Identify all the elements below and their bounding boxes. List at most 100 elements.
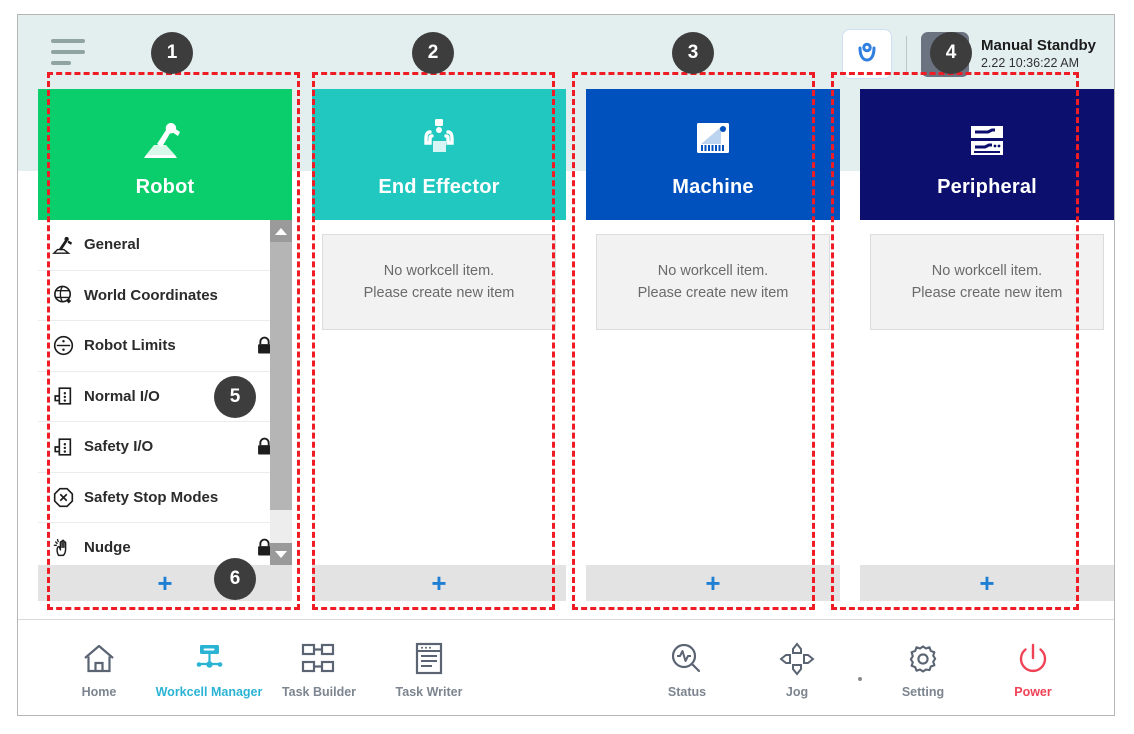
peripheral-body: No workcell item. Please create new item: [860, 220, 1114, 565]
robot-list-body: General World Coordinates: [38, 220, 292, 565]
empty-line-2: Please create new item: [637, 285, 789, 301]
list-item-world-coordinates[interactable]: World Coordinates: [38, 271, 292, 321]
empty-line-2: Please create new item: [911, 285, 1063, 301]
list-item-label: General: [84, 236, 140, 254]
empty-state-machine: No workcell item. Please create new item: [596, 234, 830, 330]
column-end-effector: End Effector No workcell item. Please cr…: [312, 89, 566, 601]
limits-circle-icon: [46, 334, 80, 357]
nav-label: Workcell Manager: [155, 684, 263, 699]
list-item-normal-io[interactable]: Normal I/O: [38, 372, 292, 422]
status-timestamp: 2.22 10:36:22 AM: [980, 55, 1079, 70]
tile-peripheral[interactable]: Peripheral: [860, 89, 1114, 220]
tile-machine[interactable]: Machine: [586, 89, 840, 220]
nav-item-jog[interactable]: Jog: [742, 637, 852, 699]
scrollbar-thumb[interactable]: [270, 242, 292, 510]
machine-panel-glyph: [697, 123, 729, 153]
empty-state-peripheral: No workcell item. Please create new item: [870, 234, 1104, 330]
tile-label: Machine: [672, 176, 754, 198]
empty-line-1: No workcell item.: [657, 262, 769, 279]
stop-octagon-icon: [46, 486, 80, 509]
add-machine-item-button[interactable]: +: [586, 565, 840, 601]
nav-item-task-builder[interactable]: Task Builder: [264, 637, 374, 699]
lock-icon: [256, 437, 273, 456]
peripheral-rack-glyph: [971, 126, 1003, 155]
robot-arm-icon: [141, 110, 189, 162]
tile-robot[interactable]: Robot: [38, 89, 292, 220]
list-item-safety-io[interactable]: Safety I/O: [38, 422, 292, 473]
robot-list-scrollbar[interactable]: [270, 220, 292, 565]
empty-line-2: Please create new item: [363, 285, 515, 301]
empty-line-1: No workcell item.: [931, 262, 1043, 279]
machine-panel-icon: [691, 110, 735, 162]
status-text-block: Manual Standby 2.22 10:36:22 AM: [981, 37, 1096, 71]
nav-left-group: Home Workcell Manager Task Builder Task …: [44, 637, 484, 699]
status-magnifier-icon: [671, 643, 701, 672]
column-robot: Robot General World Coordinates: [38, 89, 292, 601]
gear-icon: [909, 644, 937, 673]
nav-label: Home: [81, 684, 117, 699]
hamburger-line: [51, 39, 85, 43]
add-end-effector-item-button[interactable]: +: [312, 565, 566, 601]
lock-icon: [256, 538, 273, 557]
nav-label: Jog: [785, 684, 809, 699]
nav-label: Power: [1014, 684, 1052, 699]
power-icon: [1019, 643, 1047, 672]
list-item-nudge[interactable]: Nudge: [38, 523, 292, 565]
column-peripheral: Peripheral No workcell item. Please crea…: [860, 89, 1114, 601]
nav-label: Task Writer: [395, 684, 463, 699]
hamburger-line: [51, 50, 85, 54]
column-machine: Machine No workcell item. Please create …: [586, 89, 840, 601]
list-item-safety-stop-modes[interactable]: Safety Stop Modes: [38, 473, 292, 523]
workcell-manager-icon: [191, 637, 227, 681]
nav-item-workcell-manager[interactable]: Workcell Manager: [154, 637, 264, 699]
io-port-icon: [46, 385, 80, 407]
list-item-label: Robot Limits: [84, 337, 176, 355]
tile-label: Robot: [135, 176, 195, 198]
hand-nudge-icon: [46, 537, 80, 559]
nav-item-home[interactable]: Home: [44, 637, 154, 699]
empty-state-end-effector: No workcell item. Please create new item: [322, 234, 556, 330]
robot-mode-glyph: [858, 42, 876, 62]
list-item-general[interactable]: General: [38, 220, 292, 271]
status-title: Manual Standby: [980, 36, 1096, 54]
scroll-down-arrow-icon[interactable]: [270, 543, 292, 565]
list-item-label: Normal I/O: [84, 387, 160, 405]
empty-line-1: No workcell item.: [383, 262, 495, 279]
home-icon: [82, 637, 116, 681]
machine-body: No workcell item. Please create new item: [586, 220, 840, 565]
nav-label: Setting: [901, 684, 945, 699]
robot-arm-icon: [46, 235, 80, 255]
peripheral-rack-icon: [964, 110, 1010, 162]
add-peripheral-item-button[interactable]: +: [860, 565, 1114, 601]
bottom-navigation: Home Workcell Manager Task Builder Task …: [18, 619, 1114, 715]
robot-arm-glyph: [144, 123, 180, 158]
nav-label: Status: [667, 684, 707, 699]
task-writer-icon: [415, 642, 443, 674]
jog-dpad-icon: [779, 641, 815, 676]
list-item-robot-limits[interactable]: Robot Limits: [38, 321, 292, 372]
gripper-glyph: [424, 119, 454, 152]
gripper-icon: [417, 110, 461, 162]
hamburger-menu-icon[interactable]: [51, 39, 91, 71]
nav-item-status[interactable]: Status: [632, 637, 742, 699]
list-item-label: Nudge: [84, 539, 131, 557]
tile-label: Peripheral: [937, 176, 1037, 198]
end-effector-body: No workcell item. Please create new item: [312, 220, 566, 565]
io-port-icon: [46, 436, 80, 458]
tile-end-effector[interactable]: End Effector: [312, 89, 566, 220]
scroll-up-arrow-icon[interactable]: [270, 220, 292, 242]
task-builder-icon: [301, 643, 335, 672]
nav-separator-dot: [858, 676, 862, 681]
nav-item-power[interactable]: Power: [978, 637, 1088, 699]
list-item-label: World Coordinates: [84, 286, 218, 304]
workcell-manager-app: Manual Standby 2.22 10:36:22 AM Robot: [17, 14, 1115, 716]
lock-icon: [256, 336, 273, 355]
header-divider: [905, 36, 907, 72]
add-robot-item-button[interactable]: +: [38, 565, 292, 601]
robot-mode-icon[interactable]: [841, 29, 892, 79]
nav-label: Task Builder: [281, 684, 357, 699]
nav-item-task-writer[interactable]: Task Writer: [374, 637, 484, 699]
hamburger-line: [51, 61, 71, 65]
nav-item-setting[interactable]: Setting: [868, 637, 978, 699]
list-item-label: Safety Stop Modes: [84, 488, 219, 506]
